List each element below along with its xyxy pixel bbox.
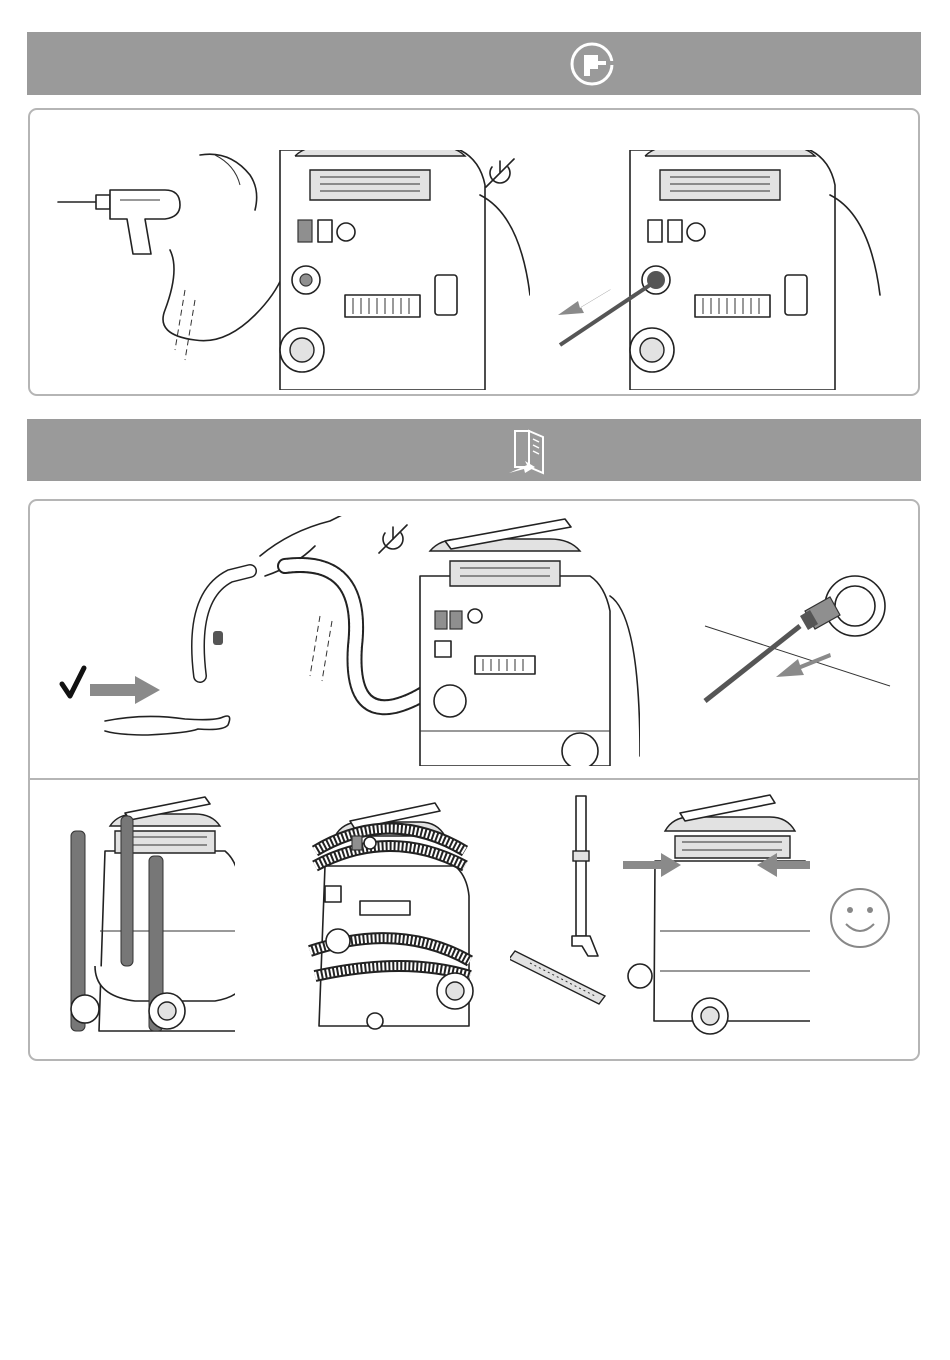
power-off-icon-2 xyxy=(375,521,411,557)
unplug-mains-plug xyxy=(700,571,900,711)
unplug-drill-from-socket xyxy=(550,150,910,390)
wrap-hose-around-body xyxy=(300,791,480,1041)
done-smiley-icon xyxy=(828,886,892,950)
hose-check-suction-off xyxy=(50,516,640,766)
section-header-bar-2 xyxy=(27,419,921,481)
step-panel-2 xyxy=(28,499,920,1061)
panel-divider xyxy=(30,778,918,780)
park-floor-nozzle xyxy=(510,791,810,1041)
drill-plugged-into-vacuum-socket xyxy=(50,150,530,390)
power-tool-socket-icon xyxy=(569,41,617,87)
power-off-icon xyxy=(482,155,518,191)
check-icon xyxy=(62,668,84,696)
section-header-bar-1 xyxy=(27,32,921,95)
step-panel-1 xyxy=(28,108,920,396)
store-extension-tubes xyxy=(55,791,235,1041)
open-manual-icon xyxy=(507,427,553,477)
